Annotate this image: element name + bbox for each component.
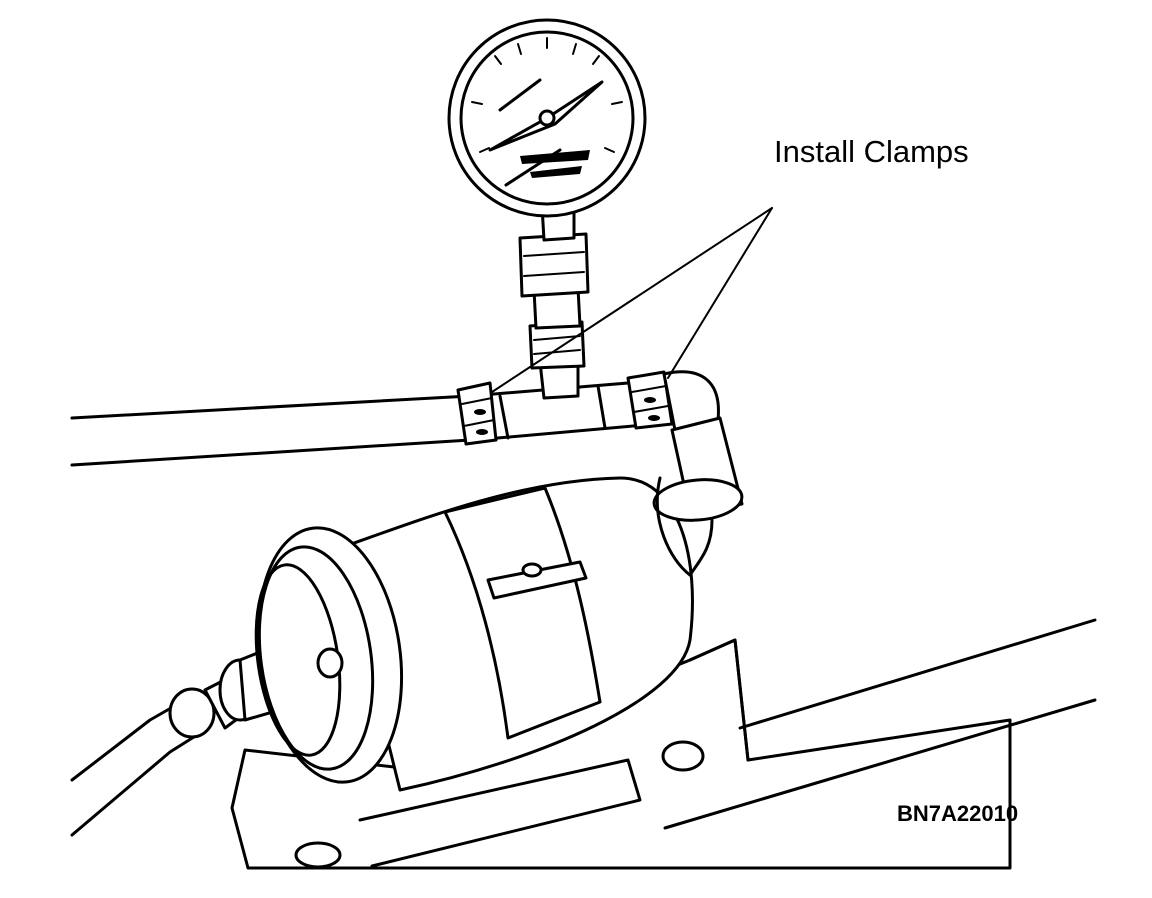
callout-leaders: [491, 207, 773, 393]
elbow-fitting: [652, 370, 744, 577]
gauge-ticks: [471, 37, 623, 153]
figure-code-label: BN7A22010: [897, 801, 1019, 826]
pressure-gauge: [447, 18, 647, 218]
gauge-stem: [518, 203, 590, 400]
hose-clamp-right: [626, 370, 674, 430]
mounting-bracket: [230, 618, 1097, 870]
fuel-filter: [254, 476, 694, 792]
hose-clamp-left: [456, 381, 498, 446]
install-clamps-label: Install Clamps: [774, 134, 969, 169]
